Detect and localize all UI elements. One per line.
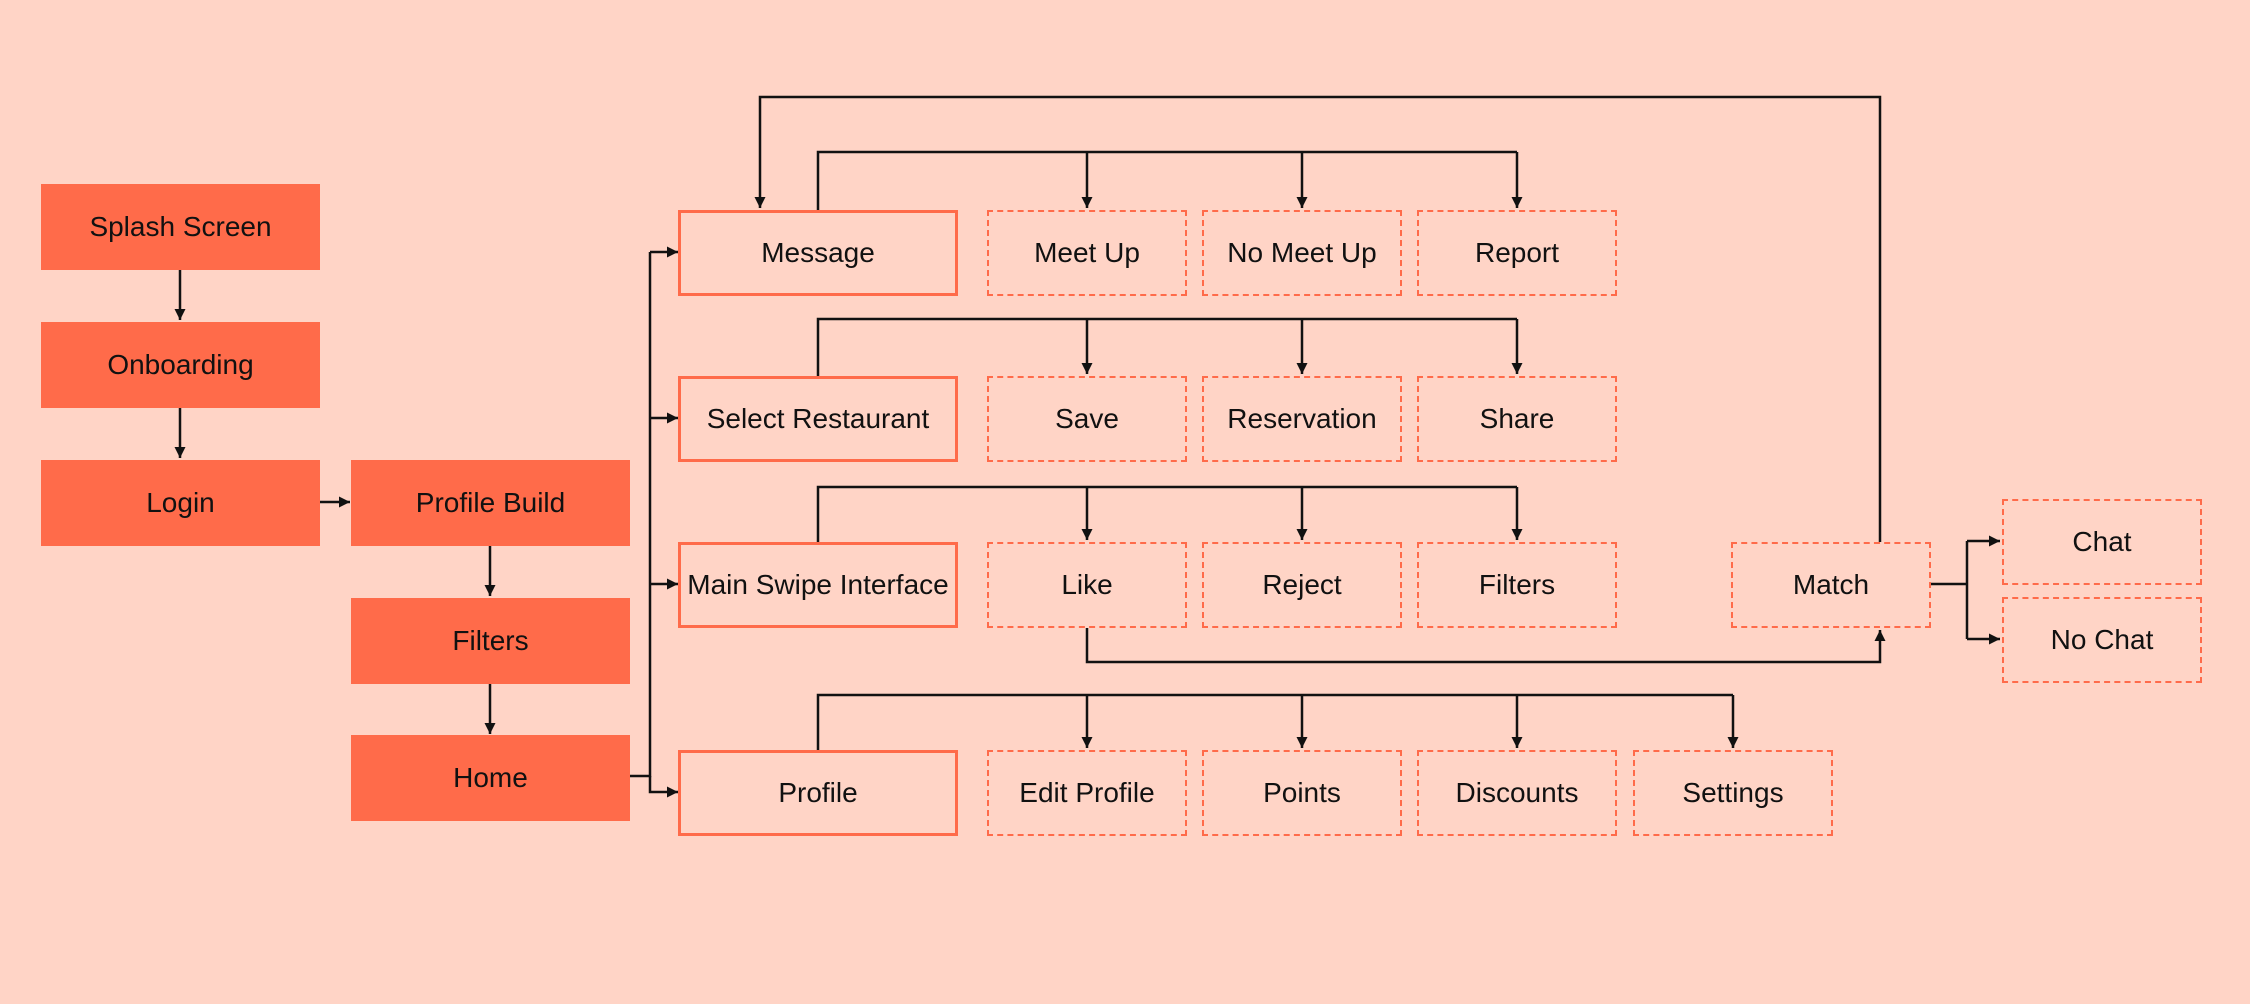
connector-swipe-bus — [816, 485, 1517, 542]
node-login: Login — [41, 460, 320, 546]
node-edit-profile: Edit Profile — [987, 750, 1187, 836]
node-share: Share — [1417, 376, 1617, 462]
node-filters-onboarding: Filters — [351, 598, 630, 684]
connector-match-trunk — [1931, 541, 1969, 639]
connector-home-to-profile — [648, 776, 678, 798]
node-home: Home — [351, 735, 630, 821]
connector-match-to-message — [754, 95, 1882, 542]
connector-restaurant-bus — [816, 317, 1517, 376]
connector-home-trunk — [630, 252, 652, 778]
node-filters-swipe: Filters — [1417, 542, 1617, 628]
node-reservation: Reservation — [1202, 376, 1402, 462]
node-splash-screen: Splash Screen — [41, 184, 320, 270]
node-report: Report — [1417, 210, 1617, 296]
node-points: Points — [1202, 750, 1402, 836]
connector-profile-bus — [816, 693, 1733, 750]
node-profile-build: Profile Build — [351, 460, 630, 546]
node-save: Save — [987, 376, 1187, 462]
node-like: Like — [987, 542, 1187, 628]
node-chat: Chat — [2002, 499, 2202, 585]
node-settings: Settings — [1633, 750, 1833, 836]
node-match: Match — [1731, 542, 1931, 628]
connector-message-bus — [816, 150, 1517, 210]
node-main-swipe-interface: Main Swipe Interface — [678, 542, 958, 628]
connector-like-to-match — [1085, 628, 1886, 664]
node-meet-up: Meet Up — [987, 210, 1187, 296]
node-reject: Reject — [1202, 542, 1402, 628]
node-select-restaurant: Select Restaurant — [678, 376, 958, 462]
node-no-chat: No Chat — [2002, 597, 2202, 683]
node-no-meet-up: No Meet Up — [1202, 210, 1402, 296]
node-profile: Profile — [678, 750, 958, 836]
node-onboarding: Onboarding — [41, 322, 320, 408]
node-discounts: Discounts — [1417, 750, 1617, 836]
node-message: Message — [678, 210, 958, 296]
